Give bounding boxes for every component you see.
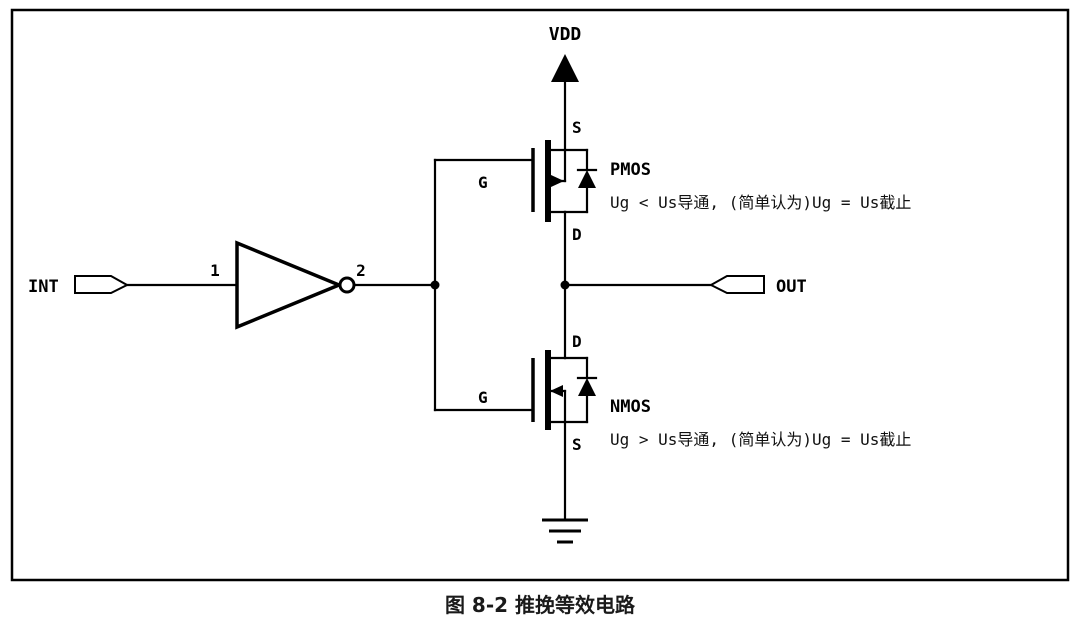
diode-triangle xyxy=(578,378,596,396)
diagram-border xyxy=(10,8,1070,582)
pmos-body-arrow-icon xyxy=(551,175,564,187)
ground-symbol xyxy=(542,420,588,544)
pmos-name-label: PMOS xyxy=(610,160,651,180)
pmos-note: Ug < Us导通, (简单认为)Ug = Us截止 xyxy=(610,193,911,212)
figure-caption: 图 8-2 推挽等效电路 xyxy=(445,593,636,617)
input-label: INT xyxy=(28,277,59,297)
diode-triangle xyxy=(578,170,596,188)
vdd-arrow-icon xyxy=(551,54,579,82)
output-label: OUT xyxy=(776,277,807,297)
pmos-source-label: S xyxy=(572,118,582,137)
inverter-symbol xyxy=(235,240,344,330)
pmos-gate-label: G xyxy=(478,173,488,192)
nmos-drain-label: D xyxy=(572,332,582,351)
pmos-transistor: G S D PMOS Ug < Us导通, (简单认为)Ug = Us截止 xyxy=(433,118,911,287)
vdd-label: VDD xyxy=(549,24,582,45)
nmos-source-label: S xyxy=(572,435,582,454)
inverter-input-pin-label: 1 xyxy=(210,261,220,280)
nmos-transistor: G D S NMOS Ug > Us导通, (简单认为)Ug = Us截止 xyxy=(433,283,911,454)
pmos-body-diode-icon xyxy=(563,148,598,214)
nmos-note: Ug > Us导通, (简单认为)Ug = Us截止 xyxy=(610,430,911,449)
nmos-body-diode-icon xyxy=(563,356,598,424)
pmos-drain-label: D xyxy=(572,225,582,244)
nmos-name-label: NMOS xyxy=(610,397,651,417)
input-port-icon xyxy=(74,275,130,294)
output-port-icon xyxy=(708,275,765,294)
vdd-rail: VDD xyxy=(549,24,582,152)
inverter-bubble-icon xyxy=(338,276,356,294)
inverter: 2 xyxy=(235,158,440,412)
nmos-body-arrow-icon xyxy=(550,385,563,397)
input-port: INT 1 xyxy=(28,261,239,297)
inverter-output-pin-label: 2 xyxy=(356,261,366,280)
nmos-gate-label: G xyxy=(478,388,488,407)
